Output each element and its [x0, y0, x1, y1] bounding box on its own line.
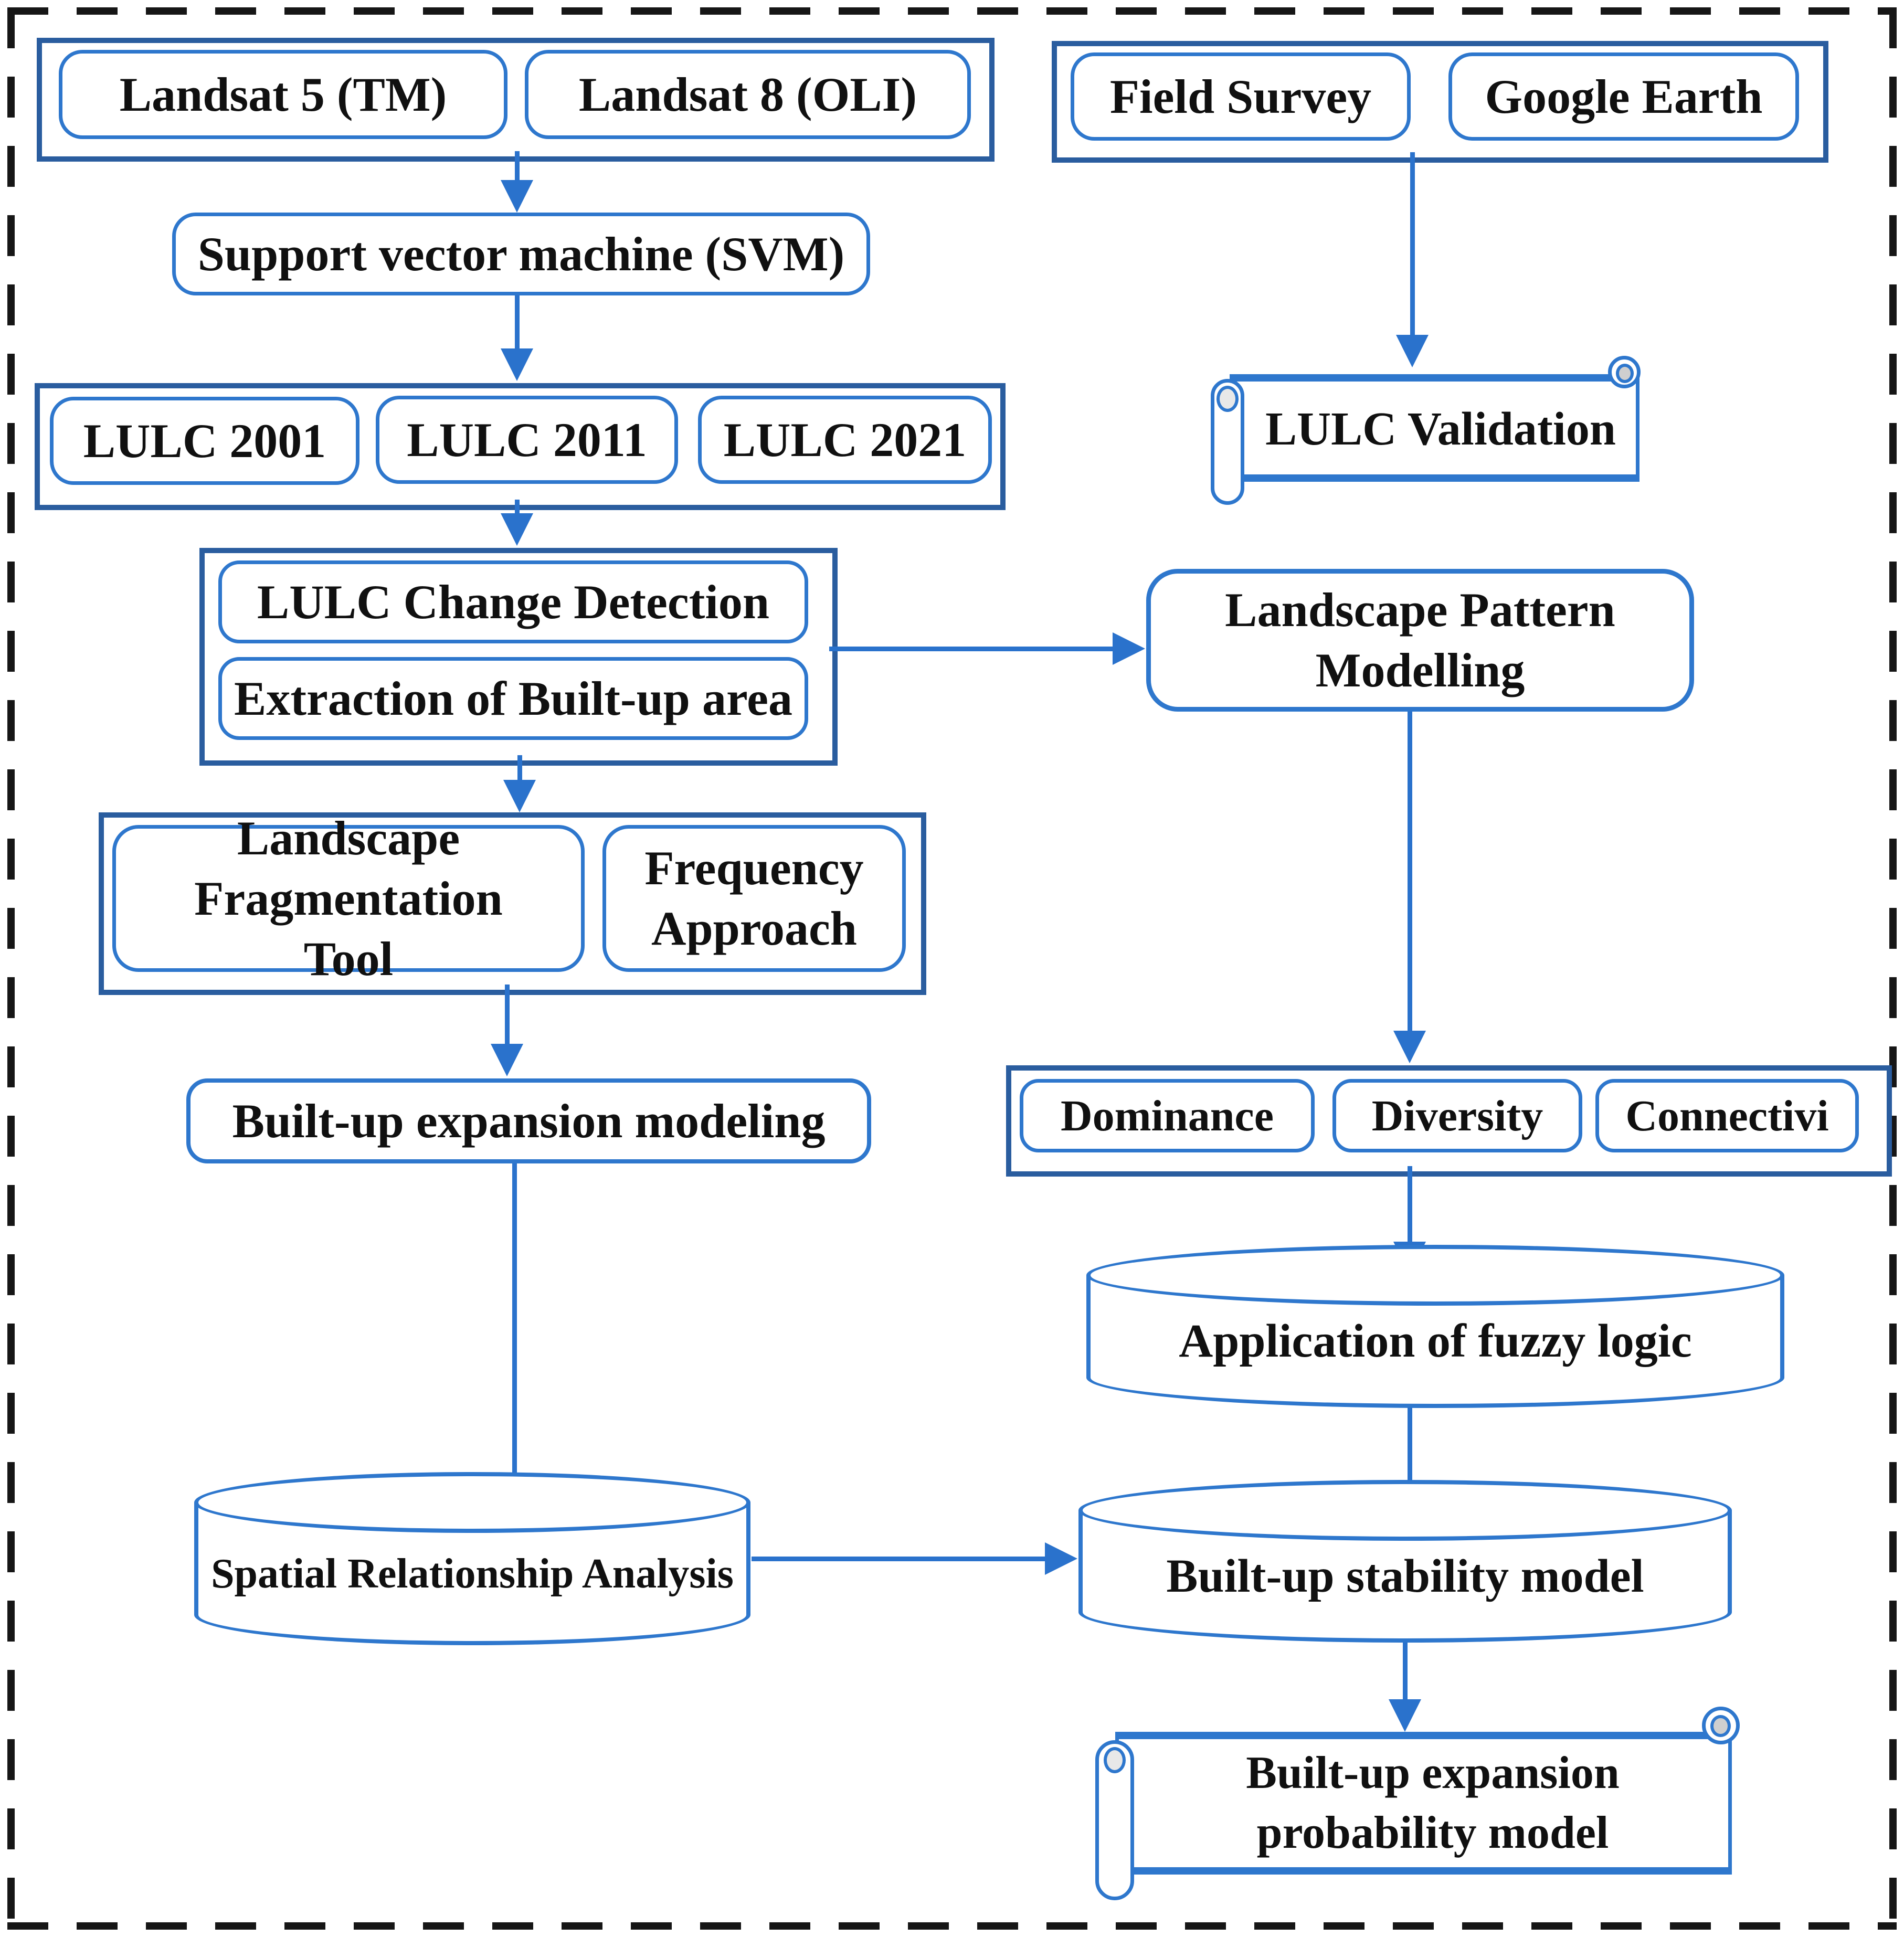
arrow-lulc-to-change-head	[501, 513, 533, 546]
node-landsat8: Landsat 8 (OLI)	[525, 50, 971, 139]
probability-roll	[1095, 1740, 1134, 1900]
node-connectivity: Connectivi	[1595, 1079, 1859, 1152]
arrow-indices-to-fuzzy-line	[1408, 1166, 1412, 1243]
roll-eye-icon	[1217, 386, 1239, 412]
arrow-stability-to-probability-head	[1389, 1699, 1421, 1732]
curl-inner-icon	[1615, 363, 1634, 383]
arrow-change-to-pattern-line	[829, 647, 1114, 651]
node-extraction-builtup: Extraction of Built-up area	[218, 657, 808, 740]
node-spatial-relationship-analysis: Spatial Relationship Analysis	[211, 1551, 734, 1597]
arrow-survey-to-validation-head	[1396, 335, 1429, 367]
node-dominance: Dominance	[1020, 1079, 1315, 1152]
node-fuzzy-logic-cylinder: Application of fuzzy logic	[1086, 1245, 1784, 1408]
arrow-survey-to-validation-line	[1410, 152, 1415, 336]
node-change-detection: LULC Change Detection	[218, 560, 808, 643]
arrow-svm-to-lulc-head	[501, 348, 533, 381]
arrow-fragmentation-to-expansion-head	[491, 1044, 523, 1076]
node-svm: Support vector machine (SVM)	[172, 213, 870, 295]
node-builtup-expansion-modeling: Built-up expansion modeling	[186, 1078, 871, 1163]
node-spatial-relationship-cylinder: Spatial Relationship Analysis	[194, 1472, 750, 1645]
arrow-change-to-fragmentation-line	[517, 755, 522, 781]
frame-top	[7, 7, 1897, 15]
frame-right	[1889, 7, 1897, 1930]
probability-curl	[1702, 1707, 1740, 1744]
node-frequency-approach: Frequency Approach	[602, 825, 906, 972]
node-landscape-fragmentation-tool: Landscape Fragmentation Tool	[112, 811, 585, 986]
arrow-lulc-to-change-line	[515, 500, 520, 514]
lulc-validation-roll	[1211, 379, 1244, 505]
arrow-spatial-to-stability-head	[1045, 1542, 1077, 1575]
frame-left	[7, 7, 15, 1930]
node-lulc-2021: LULC 2021	[698, 396, 992, 484]
node-lulc-2011: LULC 2011	[376, 396, 678, 484]
node-diversity: Diversity	[1332, 1079, 1582, 1152]
arrow-change-to-fragmentation-head	[503, 780, 536, 812]
node-landsat5: Landsat 5 (TM)	[59, 50, 507, 139]
node-builtup-stability-model: Built-up stability model	[1166, 1550, 1644, 1602]
arrow-satellites-to-svm-head	[501, 180, 533, 213]
node-google-earth: Google Earth	[1448, 52, 1799, 141]
arrow-satellites-to-svm-line	[515, 151, 520, 183]
cylinder-top	[1078, 1480, 1732, 1541]
node-lulc-validation-scroll	[1230, 374, 1639, 482]
frame-bottom	[7, 1922, 1897, 1930]
arrow-expansion-to-spatial-line	[512, 1163, 517, 1489]
node-builtup-expansion-probability-model: Built-up expansion probability model	[1246, 1747, 1620, 1858]
arrow-fragmentation-to-expansion-line	[505, 985, 510, 1045]
arrow-change-to-pattern-head	[1113, 632, 1145, 665]
node-probability-scroll	[1115, 1732, 1732, 1875]
arrow-stability-to-probability-line	[1403, 1643, 1408, 1700]
arrow-spatial-to-stability-line	[752, 1557, 1046, 1561]
arrow-svm-to-lulc-line	[515, 295, 520, 350]
node-lulc-validation: LULC Validation	[1265, 403, 1616, 455]
arrow-pattern-to-indices-line	[1408, 712, 1412, 1032]
arrow-fuzzy-to-stability-line	[1408, 1407, 1412, 1489]
cylinder-top	[1086, 1245, 1784, 1306]
node-stability-cylinder: Built-up stability model	[1078, 1480, 1732, 1643]
node-landscape-pattern-modelling: Landscape Pattern Modelling	[1146, 569, 1694, 712]
curl-inner-icon	[1710, 1715, 1731, 1738]
arrow-pattern-to-indices-head	[1393, 1031, 1426, 1063]
node-application-fuzzy-logic: Application of fuzzy logic	[1179, 1315, 1692, 1368]
node-field-survey: Field Survey	[1071, 52, 1411, 141]
roll-eye-icon	[1104, 1747, 1126, 1773]
cylinder-top	[194, 1472, 750, 1533]
node-lulc-2001: LULC 2001	[50, 397, 359, 485]
lulc-validation-curl	[1608, 356, 1641, 388]
